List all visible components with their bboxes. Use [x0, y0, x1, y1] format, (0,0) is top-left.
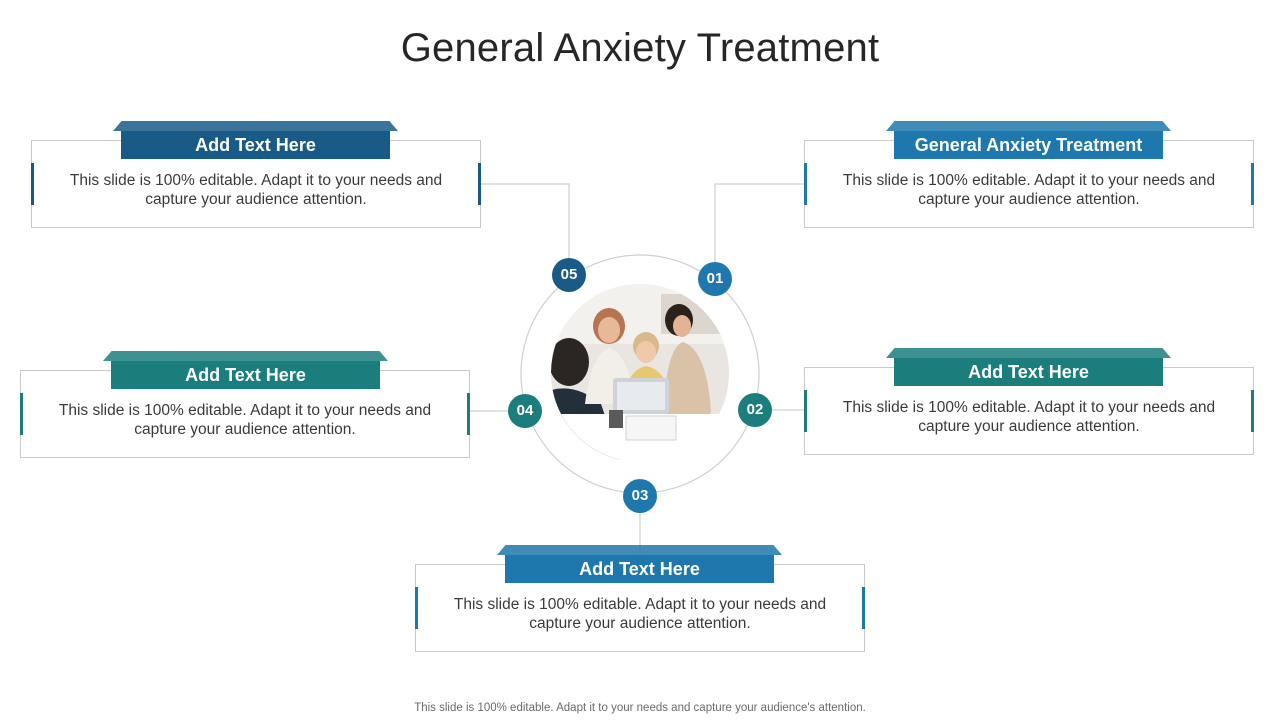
footer-note: This slide is 100% editable. Adapt it to…: [414, 702, 866, 714]
item-heading-03: Add Text Here: [497, 545, 782, 583]
card-accent-left: [804, 390, 807, 432]
card-accent-right: [1251, 163, 1254, 205]
item-heading-04: Add Text Here: [103, 351, 388, 389]
ribbon-tab: [886, 121, 1171, 131]
card-accent-left: [415, 587, 418, 629]
card-text: This slide is 100% editable. Adapt it to…: [842, 399, 1216, 435]
badge-04: 04: [508, 394, 542, 428]
badge-03: 03: [623, 479, 657, 513]
card-accent-right: [467, 393, 470, 435]
card-accent-left: [31, 163, 34, 205]
connector-01: [714, 183, 804, 262]
item-heading-text: Add Text Here: [195, 135, 316, 155]
badge-01: 01: [698, 262, 732, 296]
connector-05: [481, 183, 570, 258]
card-text: This slide is 100% editable. Adapt it to…: [58, 402, 432, 438]
badge-02: 02: [738, 393, 772, 427]
item-heading-02: Add Text Here: [886, 348, 1171, 386]
slide-title: General Anxiety Treatment: [400, 26, 880, 70]
card-text: This slide is 100% editable. Adapt it to…: [69, 172, 443, 208]
item-heading-05: Add Text Here: [113, 121, 398, 159]
ribbon-tab: [103, 351, 388, 361]
card-accent-right: [1251, 390, 1254, 432]
ribbon-tab: [886, 348, 1171, 358]
item-heading-text: Add Text Here: [579, 559, 700, 579]
item-heading-01: General Anxiety Treatment: [886, 121, 1171, 159]
card-accent-right: [862, 587, 865, 629]
team-photo: [551, 284, 729, 462]
card-text: This slide is 100% editable. Adapt it to…: [453, 596, 827, 632]
ribbon-tab: [497, 545, 782, 555]
card-accent-right: [478, 163, 481, 205]
card-text: This slide is 100% editable. Adapt it to…: [842, 172, 1216, 208]
ribbon-tab: [113, 121, 398, 131]
item-heading-text: General Anxiety Treatment: [914, 135, 1143, 155]
badge-05: 05: [552, 258, 586, 292]
item-card-02: This slide is 100% editable. Adapt it to…: [804, 367, 1254, 455]
item-heading-text: Add Text Here: [185, 365, 306, 385]
card-accent-left: [804, 163, 807, 205]
card-accent-left: [20, 393, 23, 435]
item-heading-text: Add Text Here: [968, 362, 1089, 382]
